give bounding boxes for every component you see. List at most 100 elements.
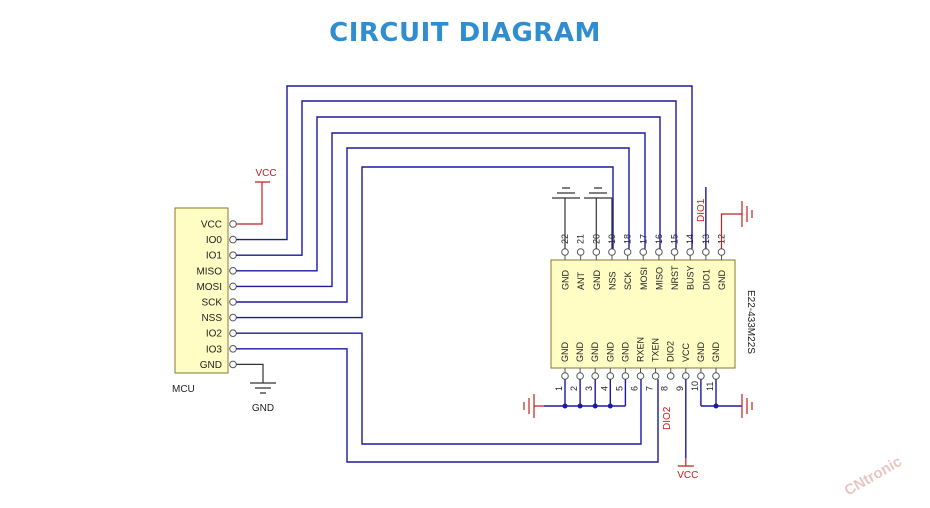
module-top-pin [670, 248, 679, 256]
mcu-pin-connector [229, 298, 237, 306]
module-bottom-pin-number: 4 [599, 386, 609, 391]
vcc-bar [677, 458, 694, 467]
mcu-body [174, 207, 229, 374]
module-top-pin [608, 248, 616, 256]
module-bottom-pin-number: 5 [614, 386, 624, 391]
junction-dot [607, 403, 613, 409]
bottom-right-ground-bus [700, 379, 742, 407]
module-top-pin [592, 248, 601, 256]
module-bottom-pin [621, 372, 630, 380]
module-name-label: E22-433M22S [745, 290, 756, 354]
signal-wire [236, 132, 646, 288]
module-bottom-pin-number: 9 [675, 386, 685, 391]
mcu-pin-label: IO0 [206, 235, 223, 246]
module-top-pin-label: MISO [654, 267, 664, 290]
module-bottom-pin-label: TXEN [651, 338, 661, 362]
vcc-net-label: VCC [677, 470, 698, 481]
module-top-pin [702, 248, 710, 256]
mcu-pin-label: NSS [201, 313, 222, 324]
module-bottom-pin-number: 11 [705, 382, 715, 391]
module-top-pin [639, 248, 648, 256]
module-top-pin-label: DIO1 [701, 269, 711, 290]
module-bottom-pin [712, 372, 720, 380]
module-bottom-pin [561, 372, 569, 380]
bottom-right-ground-symbol [741, 394, 753, 418]
module-bottom-pin [697, 372, 705, 380]
mcu-pin-connector [229, 235, 237, 244]
module-top-pin [623, 248, 632, 256]
watermark: CNtronic [842, 453, 905, 499]
module-bottom-pin-label: GND [590, 342, 600, 363]
signal-wire-io2-rxen [236, 332, 642, 445]
module-top-pin-label: ANT [576, 271, 586, 290]
module-bottom-pin [591, 372, 600, 380]
diagram-title: CIRCUIT DIAGRAM [329, 18, 601, 48]
module-top-pin-number: 21 [576, 234, 586, 244]
mcu-pin-label: MISO [196, 266, 222, 277]
junction-dot [713, 403, 719, 409]
module-bottom-pin-label: DIO2 [666, 341, 676, 362]
module-top-pin-label: BUSY [686, 265, 696, 290]
module-top-pin-number: 16 [654, 234, 664, 244]
module-bottom-pin [606, 372, 615, 380]
mcu-pin-connector [229, 267, 237, 275]
module-top-pin-number: 17 [638, 234, 648, 244]
module-bottom-pin-label: RXEN [636, 337, 646, 362]
mcu-pin-label: MOSI [196, 282, 222, 293]
mcu-pin-label: IO3 [206, 344, 223, 355]
mcu-ground-symbol [236, 363, 276, 394]
mcu-pin-connector [229, 360, 237, 369]
module-top-pin [561, 248, 569, 256]
mcu-pin-label: SCK [201, 298, 222, 309]
module-bottom-pin-number: 10 [690, 381, 700, 391]
module-top-pin-label: GND [717, 270, 727, 291]
bottom-ground-leads [564, 379, 627, 406]
module-top-ground [584, 187, 612, 249]
signal-wire [236, 147, 630, 303]
module-bottom-pin [682, 372, 690, 380]
mcu-pin-connector [229, 329, 237, 338]
dio1-net-label: DIO1 [696, 198, 707, 222]
module-top-pin-number: 15 [670, 234, 680, 244]
signal-wire [236, 85, 693, 249]
module-bottom-pin-label: GND [711, 342, 721, 363]
mcu-pin-connector [229, 220, 237, 228]
module-top-pin [655, 248, 663, 256]
mcu-pin-label: IO2 [206, 329, 223, 340]
module-bottom-pin-number: 2 [569, 386, 579, 391]
module-top-pin [717, 248, 726, 256]
module-top-pin-label: NRST [670, 265, 680, 290]
module-bottom-pin-label: GND [620, 342, 630, 363]
signal-wire [236, 116, 661, 272]
module-bottom-pin-number: 1 [554, 386, 564, 391]
bottom-left-ground-symbol [523, 394, 544, 418]
module-top-pin [576, 248, 585, 256]
signal-wire-io3-txen [236, 348, 659, 463]
module-top-pin-label: NSS [607, 271, 617, 290]
mcu-name-label: MCU [172, 384, 195, 395]
module-bottom-pin-number: 8 [660, 386, 670, 391]
module-top-pin-label: GND [592, 270, 602, 291]
mcu-pin-connector [229, 282, 237, 291]
module-top-ground [552, 187, 580, 249]
module-bottom-pin-number: 7 [645, 386, 655, 391]
dio2-net-label: DIO2 [662, 406, 673, 430]
mcu-pin-label: VCC [201, 220, 222, 231]
signal-wire [236, 166, 614, 319]
module-top-pin-label: MOSI [639, 267, 649, 290]
junction-dot [562, 403, 568, 409]
module-bottom-pin-label: GND [575, 342, 585, 363]
junction-dot [592, 403, 598, 409]
mcu-pin-label: GND [200, 360, 222, 371]
module-bottom-pin [636, 372, 645, 380]
module-top-right-ground [720, 201, 753, 249]
mcu-pin-connector [229, 345, 237, 353]
module-bottom-pin [576, 372, 584, 380]
module-bottom-pin-label: VCC [681, 342, 691, 362]
mcu-pin-label: IO1 [206, 251, 223, 262]
junction-dot [577, 403, 583, 409]
module-bottom-pin [666, 372, 675, 380]
mcu-gnd-label: GND [252, 403, 274, 414]
module-top-pin-label: SCK [623, 271, 633, 290]
